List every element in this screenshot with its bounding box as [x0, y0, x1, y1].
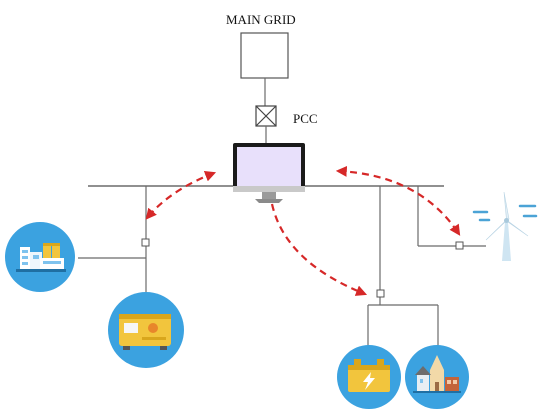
- comm-arrow-left: [145, 171, 217, 220]
- controller-monitor-icon: [233, 143, 305, 203]
- left-feeder: [78, 186, 150, 300]
- pcc-label: PCC: [293, 111, 318, 126]
- main-grid-box-icon: [240, 32, 289, 79]
- wind-feeder-node: [455, 241, 464, 250]
- battery-storage-icon: [337, 345, 401, 409]
- wind-feeder: [417, 186, 486, 250]
- comm-arrow-bottom: [270, 203, 368, 296]
- pcc-switch-icon: [255, 105, 277, 127]
- comm-arrow-right: [335, 165, 461, 236]
- main-grid-label: MAIN GRID: [226, 12, 296, 27]
- residential-load-icon: [405, 345, 469, 409]
- building-load-icon: [5, 222, 75, 292]
- left-feeder-node: [141, 238, 150, 247]
- right-feeder-node: [376, 289, 385, 298]
- wind-turbine-icon: [472, 191, 538, 261]
- diesel-generator-icon: [108, 292, 184, 368]
- right-feeder: [367, 186, 439, 348]
